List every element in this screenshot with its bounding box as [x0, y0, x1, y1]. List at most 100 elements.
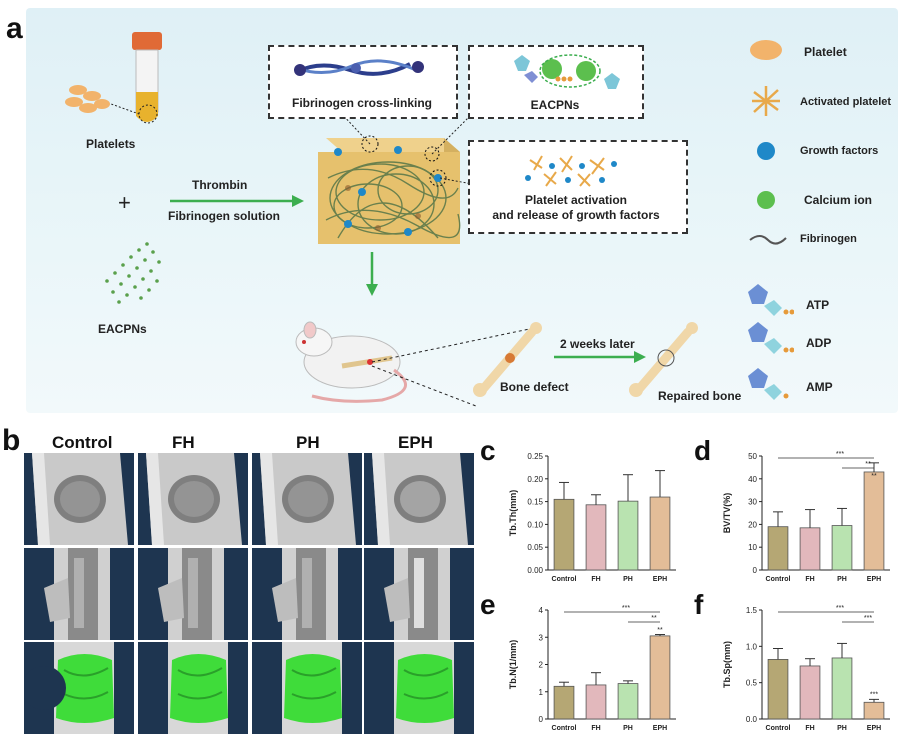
repaired-bone-label: Repaired bone [658, 389, 742, 403]
micro-ct-image [24, 548, 134, 640]
significance-label: ** [657, 627, 663, 634]
x-tick-label: Control [766, 725, 791, 732]
repaired-bone-icon [629, 322, 698, 397]
significance-label: *** [622, 605, 630, 612]
panel-letter: f [694, 590, 704, 620]
bar [863, 701, 885, 720]
activated-platelets-cluster-icon [525, 155, 617, 187]
fibrinogen-icon [749, 235, 787, 245]
activation-box [468, 140, 688, 234]
x-tick-label: EPH [653, 725, 667, 732]
bar [553, 498, 575, 571]
x-tick-label: FH [805, 725, 814, 732]
x-tick-label: FH [591, 725, 600, 732]
down-arrow-icon [366, 252, 378, 296]
x-tick-label: PH [837, 725, 847, 732]
legend-adp: ADP [806, 336, 832, 350]
y-tick-label: 0.05 [527, 543, 543, 552]
panel-b-letter: b [2, 424, 21, 457]
legend-fibrinogen: Fibrinogen [800, 233, 857, 245]
crosslink-label: Fibrinogen cross-linking [291, 96, 432, 110]
bar [767, 659, 789, 720]
right-arrow-icon [170, 195, 304, 207]
rat-icon [295, 321, 407, 403]
x-tick-label: FH [805, 576, 814, 583]
legend-atp: ATP [806, 298, 830, 312]
significance-label: *** [870, 691, 878, 698]
y-tick-label: 0.0 [746, 715, 758, 724]
legend-growth-factors: Growth factors [800, 145, 879, 157]
hydrogel-block-icon [318, 135, 461, 244]
legend-icons [748, 40, 794, 400]
x-tick-label: EPH [867, 576, 881, 583]
x-tick-label: FH [591, 576, 600, 583]
adp-icon [748, 322, 794, 354]
right-arrow-icon-2 [554, 351, 646, 363]
y-tick-label: 1.5 [746, 606, 758, 615]
significance-label: *** [836, 605, 844, 612]
bar [553, 685, 575, 720]
bar [799, 665, 821, 720]
y-tick-label: 0.20 [527, 475, 543, 484]
y-axis-label: BV/TV(%) [722, 493, 732, 534]
y-tick-label: 4 [539, 606, 544, 615]
significance-label: *** [864, 615, 872, 622]
x-tick-label: PH [837, 576, 847, 583]
micro-ct-image [138, 642, 248, 734]
significance-label: ** [865, 461, 871, 468]
plus-sign: + [118, 190, 131, 215]
y-tick-label: 0.00 [527, 566, 543, 575]
column-header-eph: EPH [398, 433, 433, 452]
y-tick-label: 0.5 [746, 679, 758, 688]
panel-a-letter: a [6, 12, 23, 45]
crosslink-box [268, 45, 458, 119]
eacpns-particles-icon [105, 242, 161, 304]
callout-lines-rat [371, 327, 535, 407]
y-axis-label: Tb.Th(mm) [508, 490, 518, 537]
x-tick-label: Control [552, 725, 577, 732]
micro-ct-image [24, 453, 134, 545]
bar [585, 684, 607, 720]
bar [799, 527, 821, 571]
panel-letter: c [480, 436, 496, 466]
y-tick-label: 0.15 [527, 498, 543, 507]
legend-platelet: Platelet [804, 45, 847, 59]
significance-label: ** [651, 615, 657, 622]
micro-ct-image [252, 642, 362, 734]
y-tick-label: 50 [748, 452, 757, 461]
thrombin-label: Thrombin [192, 178, 248, 192]
legend-calcium-ion: Calcium ion [804, 193, 873, 207]
panel-letter: d [694, 436, 711, 466]
x-tick-label: Control [766, 576, 791, 583]
x-tick-label: EPH [653, 576, 667, 583]
bar [831, 525, 853, 571]
fibrinogen-solution-label: Fibrinogen solution [168, 209, 280, 223]
amp-icon [748, 368, 789, 400]
column-header-control: Control [52, 433, 113, 452]
eacpns-molecule-icon [514, 54, 620, 89]
micro-ct-image [252, 548, 362, 640]
bar [585, 504, 607, 571]
x-tick-label: Control [552, 576, 577, 583]
atp-icon [748, 284, 794, 316]
significance-label: *** [836, 451, 844, 458]
micro-ct-image [252, 453, 362, 545]
micro-ct-image [24, 642, 134, 734]
bar [863, 471, 885, 571]
micro-ct-image [138, 453, 248, 545]
activation-label-1: Platelet activation [524, 193, 628, 207]
micro-ct-image [364, 453, 474, 545]
panel-a-background [26, 8, 898, 413]
y-tick-label: 2 [539, 661, 544, 670]
y-tick-label: 20 [748, 520, 757, 529]
micro-ct-image [138, 548, 248, 640]
defect-bone-icon [473, 322, 542, 397]
column-header-ph: PH [296, 433, 320, 452]
micro-ct-image [364, 642, 474, 734]
platelet-icon [750, 40, 782, 60]
x-tick-label: PH [623, 576, 633, 583]
bar [649, 496, 671, 571]
eacpns-label: EACPNs [98, 322, 147, 336]
